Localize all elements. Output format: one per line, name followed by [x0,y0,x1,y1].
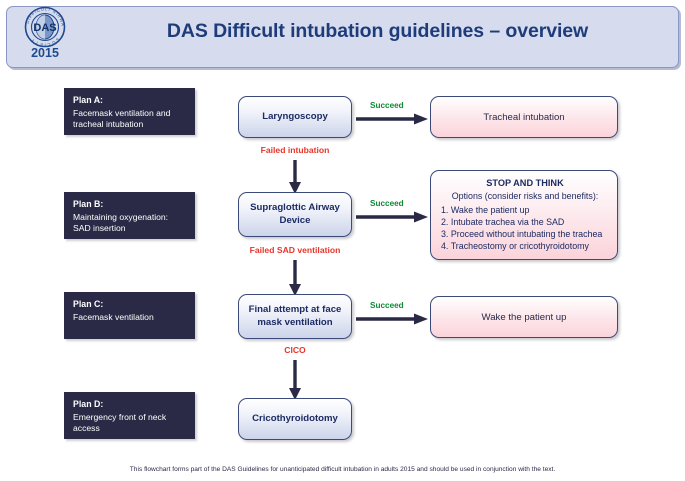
step-laryngoscopy-label: Laryngoscopy [262,110,328,122]
step-cricothyroidotomy-label: Cricothyroidotomy [252,412,338,424]
step-face-mask-ventilation[interactable]: Final attempt at face mask ventilation [238,294,352,339]
logo-year: 2015 [31,46,59,60]
step-wake-the-patient-up-label: Wake the patient up [481,311,567,323]
step-laryngoscopy[interactable]: Laryngoscopy [238,96,352,138]
arrow-failed-intubation [289,160,301,194]
label-succeed-b: Succeed [370,199,404,208]
stop-and-think-option-3: 3. Proceed without intubating the trache… [441,229,603,240]
stop-and-think-title: STOP AND THINK [486,178,564,188]
stop-and-think-subtitle: Options (consider risks and benefits): [451,191,599,202]
arrow-failed-sad [289,260,301,296]
plan-d-title: Plan D: [73,399,104,409]
das-logo-icon: DAS DIFFICULT AIRWAY SOCIETY [12,2,66,48]
label-failed-intubation: Failed intubation [260,145,330,155]
plan-a-description: Facemask ventilation and tracheal intuba… [73,107,171,130]
stop-and-think-box[interactable]: STOP AND THINK Options (consider risks a… [430,170,618,260]
arrow-cico [289,360,301,400]
step-tracheal-intubation[interactable]: Tracheal intubation [430,96,618,138]
step-wake-the-patient-up[interactable]: Wake the patient up [430,296,618,338]
step-face-mask-ventilation-label: Final attempt at face mask ventilation [248,304,342,328]
arrow-facemask-to-wake-up [356,313,428,325]
stop-and-think-option-1: 1. Wake the patient up [441,204,530,215]
page-title: DAS Difficult intubation guidelines – ov… [166,19,589,42]
step-cricothyroidotomy[interactable]: Cricothyroidotomy [238,398,352,440]
label-failed-sad-ventilation: Failed SAD ventilation [249,245,341,255]
svg-text:DAS: DAS [33,22,56,34]
plan-box-b: Plan B: Maintaining oxygenation: SAD ins… [64,192,195,239]
arrow-laryngoscopy-to-tracheal [356,113,428,125]
label-succeed-a: Succeed [370,101,404,110]
plan-c-description: Facemask ventilation [73,311,154,322]
step-tracheal-intubation-label: Tracheal intubation [483,111,565,123]
plan-b-title: Plan B: [73,199,104,209]
plan-box-a: Plan A: Facemask ventilation and trachea… [64,88,195,135]
step-sad-label: Supraglottic Airway Device [250,202,340,226]
plan-c-title: Plan C: [73,299,104,309]
stop-and-think-option-4: 4. Tracheostomy or cricothyroidotomy [441,241,589,252]
step-sad[interactable]: Supraglottic Airway Device [238,192,352,237]
label-cico: CICO [284,345,306,355]
label-succeed-c: Succeed [370,301,404,310]
header-bar [6,6,679,68]
plan-a-title: Plan A: [73,95,103,105]
stop-and-think-option-2: 2. Intubate trachea via the SAD [441,216,565,227]
plan-box-d: Plan D: Emergency front of neck access [64,392,195,439]
footer-note: This flowchart forms part of the DAS Gui… [129,466,556,473]
plan-box-c: Plan C: Facemask ventilation [64,292,195,339]
plan-d-description: Emergency front of neck access [73,411,167,434]
arrow-sad-to-stop-and-think [356,211,428,223]
das-logo: DAS DIFFICULT AIRWAY SOCIETY 2015 [12,2,76,64]
plan-b-description: Maintaining oxygenation: SAD insertion [73,211,169,234]
